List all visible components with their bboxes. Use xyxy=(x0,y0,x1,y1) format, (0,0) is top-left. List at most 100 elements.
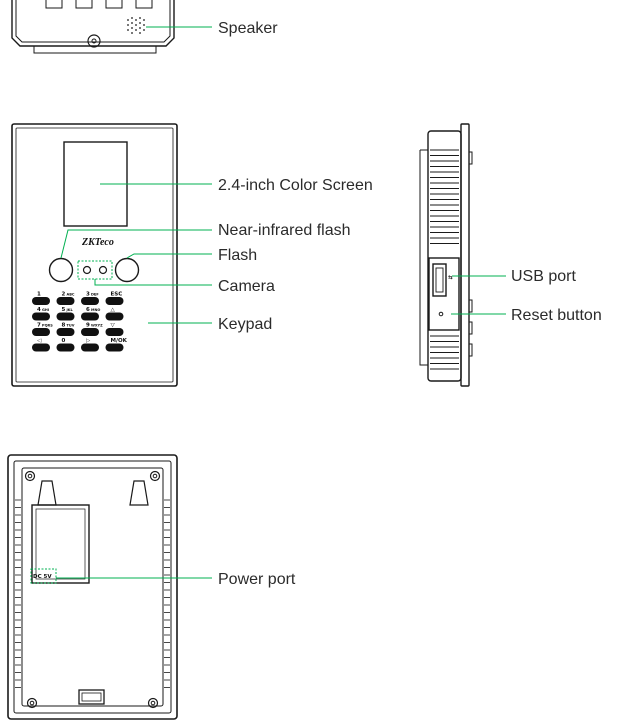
reset-button xyxy=(438,311,444,317)
brand-logo: ZKTeco xyxy=(81,237,114,248)
flash-lens xyxy=(114,257,140,283)
key-label: 7 xyxy=(37,323,41,329)
power-label: Power port xyxy=(218,571,296,588)
key-sub-label: ABC xyxy=(67,293,75,297)
key-cap xyxy=(32,312,50,321)
key-cap xyxy=(56,297,75,305)
front-bezel xyxy=(15,127,174,383)
key-label: ▷ xyxy=(86,338,91,344)
keypad-key: ESC xyxy=(105,292,124,305)
key-label: 5 xyxy=(62,307,66,313)
key-cap xyxy=(56,312,75,321)
camera-leader xyxy=(94,279,212,286)
key-sub-label: GHI xyxy=(42,308,49,312)
side-body xyxy=(427,130,462,382)
key-label: ◁ xyxy=(37,338,42,344)
back-plate xyxy=(21,467,164,707)
camera-highlight xyxy=(77,260,113,280)
bottom-slot xyxy=(78,689,105,705)
side-front-plate xyxy=(460,123,470,387)
screw-center-icon xyxy=(91,38,97,44)
key-label: 8 xyxy=(62,323,66,329)
front-body xyxy=(11,123,178,387)
side-view: ⇆ USB port Reset button xyxy=(419,123,602,387)
top-view-keys-edge xyxy=(45,0,153,9)
power-marking: DC 5V xyxy=(33,574,52,580)
camera-label: Camera xyxy=(218,278,275,295)
key-cap xyxy=(81,343,99,352)
keypad-key: M/OK xyxy=(105,338,128,352)
power-port-highlight xyxy=(30,568,57,584)
key-label: M/OK xyxy=(111,338,128,344)
key-cap xyxy=(32,343,50,352)
mount-holes xyxy=(24,470,161,709)
keypad-label: Keypad xyxy=(218,316,272,333)
key-label: 3 xyxy=(86,292,90,298)
key-label: ▽ xyxy=(111,323,116,329)
speaker-label: Speaker xyxy=(218,20,278,37)
key-cap xyxy=(105,328,124,336)
key-cap xyxy=(56,343,75,352)
keypad-key: ▽ xyxy=(105,323,124,336)
top-view-base xyxy=(33,46,157,54)
flash-leader xyxy=(126,253,212,259)
mount-hook-left xyxy=(37,480,57,506)
screen-label: 2.4-inch Color Screen xyxy=(218,177,373,194)
key-cap xyxy=(105,312,124,321)
key-label: 1 xyxy=(37,292,41,298)
reset-label: Reset button xyxy=(511,307,602,324)
usb-port-inner xyxy=(435,267,444,293)
key-cap xyxy=(81,312,99,321)
key-sub-label: MNO xyxy=(91,308,100,312)
key-label: △ xyxy=(111,307,116,313)
back-body xyxy=(7,454,178,720)
side-edge-buttons xyxy=(468,151,473,357)
key-sub-label: JKL xyxy=(66,308,74,312)
keypad-key: 0 xyxy=(56,338,75,352)
key-sub-label: WXYZ xyxy=(91,324,103,328)
key-label: 9 xyxy=(86,323,90,329)
key-label: 2 xyxy=(62,292,66,298)
key-sub-label: TUV xyxy=(67,324,75,328)
key-cap xyxy=(81,328,99,336)
key-cap xyxy=(32,297,50,305)
keypad-key: 1 xyxy=(32,292,50,305)
usb-label: USB port xyxy=(511,268,576,285)
keypad-key: △ xyxy=(105,307,124,321)
key-cap xyxy=(105,343,124,352)
keypad-key: ▷ xyxy=(81,338,99,352)
bottom-slot-inner xyxy=(81,692,102,702)
keypad-key: ◁ xyxy=(32,338,50,352)
nir-flash-label: Near-infrared flash xyxy=(218,222,351,239)
side-port-panel xyxy=(428,257,460,331)
nir-flash-leader xyxy=(60,229,212,259)
side-vents xyxy=(430,149,459,370)
usb-port xyxy=(432,263,447,297)
key-cap xyxy=(56,328,75,336)
back-ribs xyxy=(15,499,170,688)
camera-lens-right xyxy=(98,265,108,275)
nir-flash-lens xyxy=(48,257,74,283)
side-mount-edge xyxy=(419,149,428,366)
camera-lens-left xyxy=(82,265,92,275)
key-sub-label: PQRS xyxy=(42,324,53,328)
key-label: 0 xyxy=(62,338,66,344)
key-cap xyxy=(105,297,124,305)
key-cap xyxy=(81,297,99,305)
back-inner xyxy=(13,460,172,714)
key-label: 4 xyxy=(37,307,41,313)
key-sub-label: DEF xyxy=(91,293,99,297)
back-view: DC 5V Power port xyxy=(7,454,296,720)
key-cap xyxy=(32,328,50,336)
